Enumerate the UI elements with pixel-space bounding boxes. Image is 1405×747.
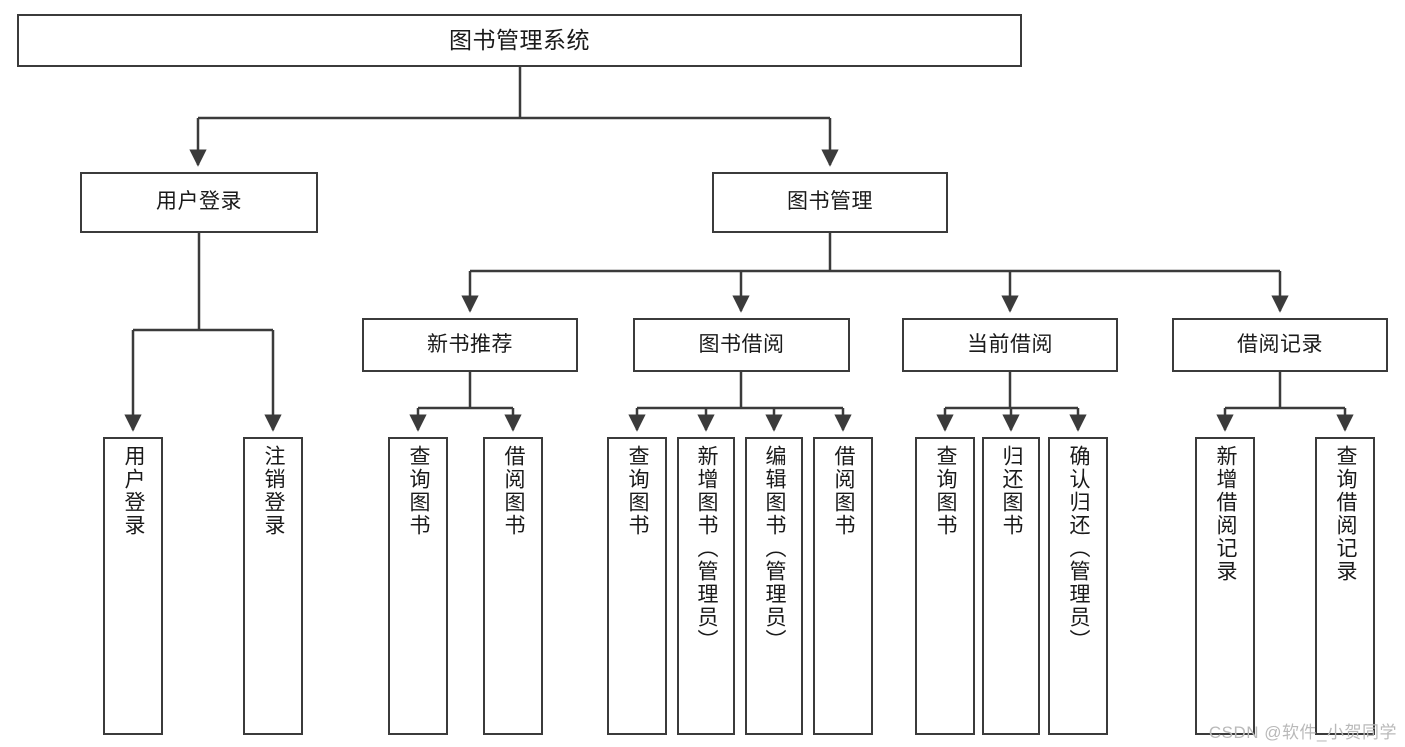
node-new-book-recommendation[interactable]: 新书推荐 [362, 318, 578, 372]
node-label: 用户登录 [122, 445, 146, 537]
csdn-watermark: CSDN @软件_小贺同学 [1208, 723, 1397, 742]
node-label: 新书推荐 [427, 332, 513, 356]
node-root-system[interactable]: 图书管理系统 [17, 14, 1022, 67]
leaf-edit-book-admin[interactable]: 编辑图书（管理员） [745, 437, 803, 735]
leaf-add-borrow-record[interactable]: 新增借阅记录 [1195, 437, 1255, 735]
node-label: 借阅图书 [832, 445, 856, 537]
leaf-query-book-borrow[interactable]: 查询图书 [607, 437, 667, 735]
node-label: 新增图书（管理员） [695, 445, 719, 652]
node-label: 查询图书 [407, 445, 431, 537]
node-book-manage[interactable]: 图书管理 [712, 172, 948, 233]
node-label: 确认归还（管理员） [1067, 445, 1091, 652]
node-label: 借阅记录 [1237, 332, 1323, 356]
node-label: 新增借阅记录 [1214, 445, 1238, 583]
node-label: 注销登录 [262, 445, 286, 537]
leaf-user-login[interactable]: 用户登录 [103, 437, 163, 735]
node-label: 查询图书 [626, 445, 650, 537]
node-label: 图书管理系统 [449, 26, 590, 53]
leaf-return-book[interactable]: 归还图书 [982, 437, 1040, 735]
node-label: 归还图书 [1000, 445, 1024, 537]
node-book-borrow[interactable]: 图书借阅 [633, 318, 850, 372]
node-label: 当前借阅 [967, 332, 1053, 356]
leaf-query-borrow-record[interactable]: 查询借阅记录 [1315, 437, 1375, 735]
leaf-add-book-admin[interactable]: 新增图书（管理员） [677, 437, 735, 735]
node-label: 图书借阅 [698, 332, 785, 356]
node-borrow-record[interactable]: 借阅记录 [1172, 318, 1388, 372]
leaf-borrow-book[interactable]: 借阅图书 [813, 437, 873, 735]
node-current-borrow[interactable]: 当前借阅 [902, 318, 1118, 372]
node-label: 借阅图书 [502, 445, 526, 537]
leaf-borrow-book-recommend[interactable]: 借阅图书 [483, 437, 543, 735]
node-label: 查询借阅记录 [1334, 445, 1358, 583]
node-label: 编辑图书（管理员） [763, 445, 787, 652]
node-label: 用户登录 [156, 190, 242, 214]
leaf-confirm-return-admin[interactable]: 确认归还（管理员） [1048, 437, 1108, 735]
node-label: 图书管理 [787, 190, 873, 214]
leaf-query-book-recommend[interactable]: 查询图书 [388, 437, 448, 735]
leaf-logout-login[interactable]: 注销登录 [243, 437, 303, 735]
node-user-login[interactable]: 用户登录 [80, 172, 318, 233]
leaf-query-book-current[interactable]: 查询图书 [915, 437, 975, 735]
node-label: 查询图书 [934, 445, 958, 537]
